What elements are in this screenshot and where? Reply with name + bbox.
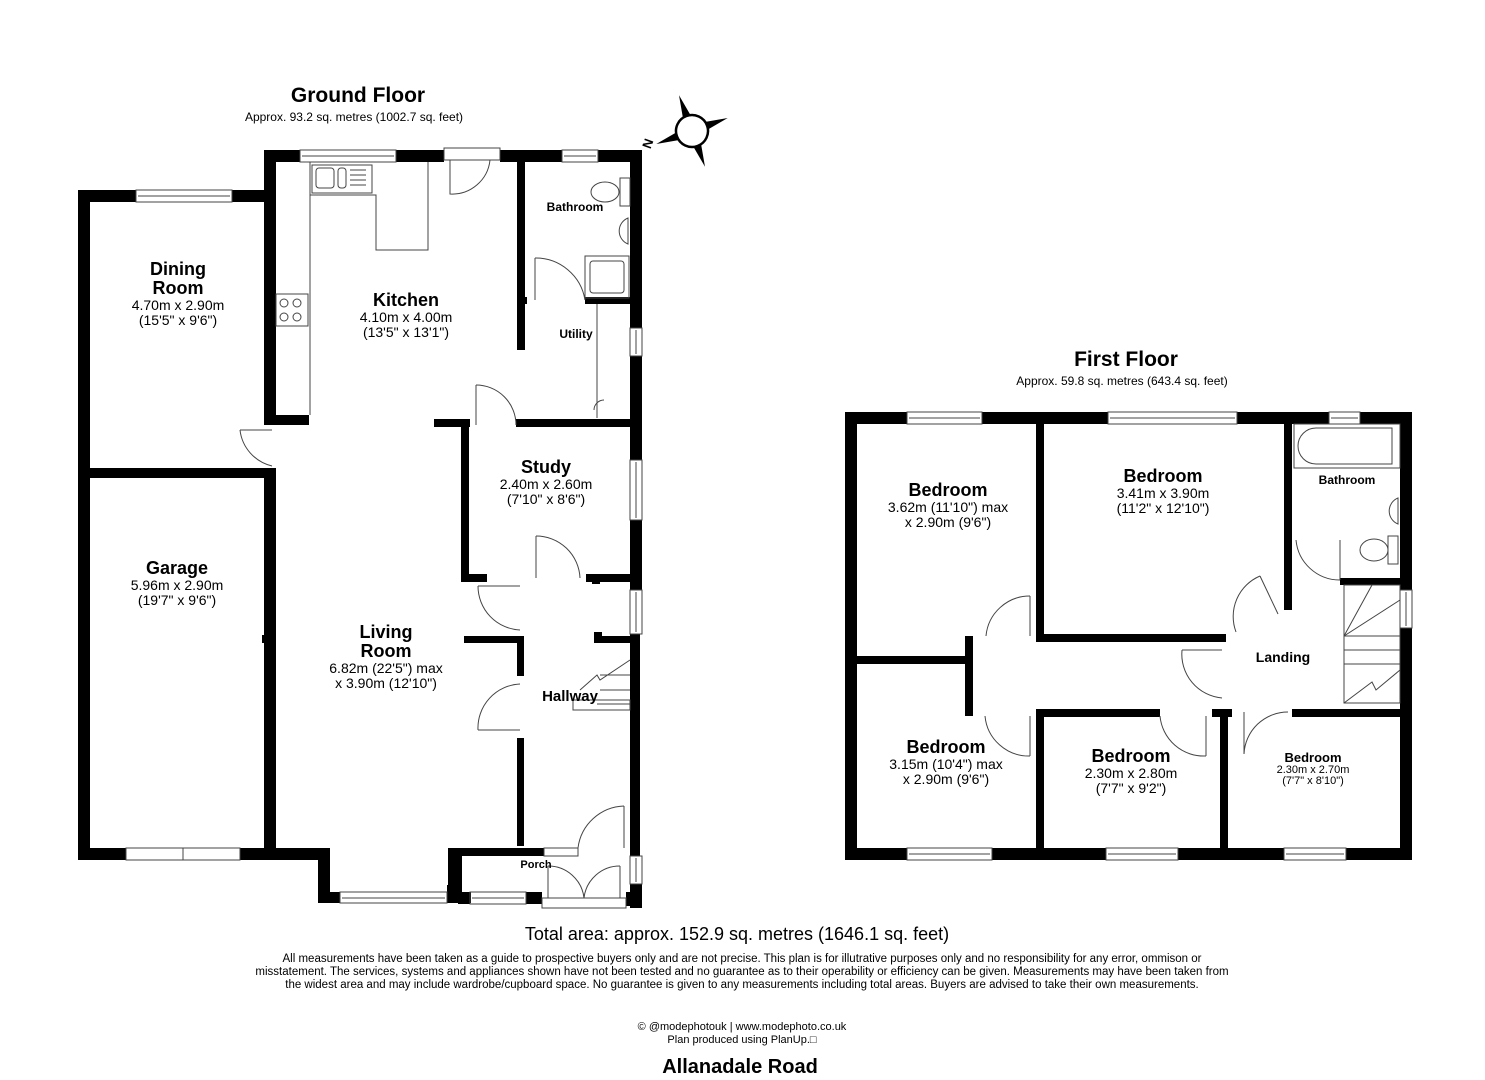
property-name: Allanadale Road [662,1056,818,1078]
room-dimension-line2: x 3.90m (12'10") [335,675,437,691]
room-name: Bedroom [908,480,988,500]
room-dimension-metric: 2.30m x 2.70m [1276,764,1350,776]
room-living[interactable]: Living Room 6.82m (22'5") max x 3.90m (1… [329,623,442,691]
room-bedroom-2[interactable]: Bedroom 3.41m x 3.90m (11'2" x 12'10") [1117,467,1210,516]
room-name: Dining [149,259,206,279]
room-name: Bedroom [906,737,986,757]
room-bedroom-5[interactable]: Bedroom 2.30m x 2.70m (7'7" x 8'10") [1277,751,1350,787]
room-dimension-metric: 2.30m x 2.80m [1084,765,1178,781]
room-name: Room [360,641,412,661]
room-bedroom-1[interactable]: Bedroom 3.62m (11'10") max x 2.90m (9'6"… [888,481,1008,530]
room-garage[interactable]: Garage 5.96m x 2.90m (19'7" x 9'6") [131,559,224,608]
room-dimension-line1: 3.15m (10'4") max [889,756,1003,772]
room-name: Bedroom [1284,750,1342,765]
room-dimension-imperial: (7'10" x 8'6") [506,491,586,507]
room-dimension-imperial: (7'7" x 8'10") [1282,775,1344,787]
room-dining[interactable]: Dining Room 4.70m x 2.90m (15'5" x 9'6") [132,260,225,328]
planup-credit: Plan produced using PlanUp.□ [667,1034,817,1046]
room-dimension-line1: 3.62m (11'10") max [887,499,1009,515]
room-dimension-metric: 5.96m x 2.90m [130,577,224,593]
ground-floor-plan [78,150,642,908]
ground-floor-area: Approx. 93.2 sq. metres (1002.7 sq. feet… [244,110,464,124]
room-dimension-line2: x 2.90m (9'6") [904,514,992,530]
room-name: Bedroom [1123,466,1203,486]
credit-line[interactable]: © @modephotouk | www.modephoto.co.uk [637,1021,847,1033]
room-dimension-metric: 3.41m x 3.90m [1116,485,1210,501]
first-floor-plan [845,412,1412,860]
room-study[interactable]: Study 2.40m x 2.60m (7'10" x 8'6") [500,458,593,507]
room-dimension-line1: 6.82m (22'5") max [329,660,443,676]
room-dimension-imperial: (11'2" x 12'10") [1116,500,1210,516]
room-name: Room [152,278,204,298]
first-floor-title: First Floor [1074,348,1178,371]
ground-floor-fixtures [125,147,643,909]
disclaimer-text: All measurements have been taken as a gu… [255,953,1229,991]
room-dimension-metric: 2.40m x 2.60m [499,476,593,492]
room-name: Living [359,622,413,642]
room-bathroom-ground[interactable]: Bathroom [546,200,604,214]
ground-floor-title: Ground Floor [290,84,426,107]
room-dimension-imperial: (7'7" x 9'2") [1095,780,1167,796]
compass-icon [656,95,728,167]
room-dimension-imperial: (19'7" x 9'6") [137,592,217,608]
room-bedroom-3[interactable]: Bedroom 3.15m (10'4") max x 2.90m (9'6") [889,738,1002,787]
room-utility[interactable]: Utility [559,327,593,341]
first-floor-area: Approx. 59.8 sq. metres (643.4 sq. feet) [1016,374,1228,388]
room-dimension-metric: 4.10m x 4.00m [359,309,453,325]
room-bedroom-4[interactable]: Bedroom 2.30m x 2.80m (7'7" x 9'2") [1085,747,1178,796]
room-hallway[interactable]: Hallway [542,688,598,705]
room-porch[interactable]: Porch [520,859,552,871]
room-bathroom-first[interactable]: Bathroom [1318,473,1376,487]
room-name: Bedroom [1091,746,1171,766]
room-kitchen[interactable]: Kitchen 4.10m x 4.00m (13'5" x 13'1") [360,291,453,340]
room-dimension-metric: 4.70m x 2.90m [131,297,225,313]
first-floor-fixtures [906,411,1413,861]
room-landing[interactable]: Landing [1255,649,1311,665]
room-name: Study [520,457,572,477]
room-dimension-imperial: (15'5" x 9'6") [138,312,218,328]
room-dimension-line2: x 2.90m (9'6") [902,771,990,787]
room-name: Garage [145,558,209,578]
total-area: Total area: approx. 152.9 sq. metres (16… [524,924,950,944]
room-name: Kitchen [372,290,440,310]
room-dimension-imperial: (13'5" x 13'1") [362,324,450,340]
